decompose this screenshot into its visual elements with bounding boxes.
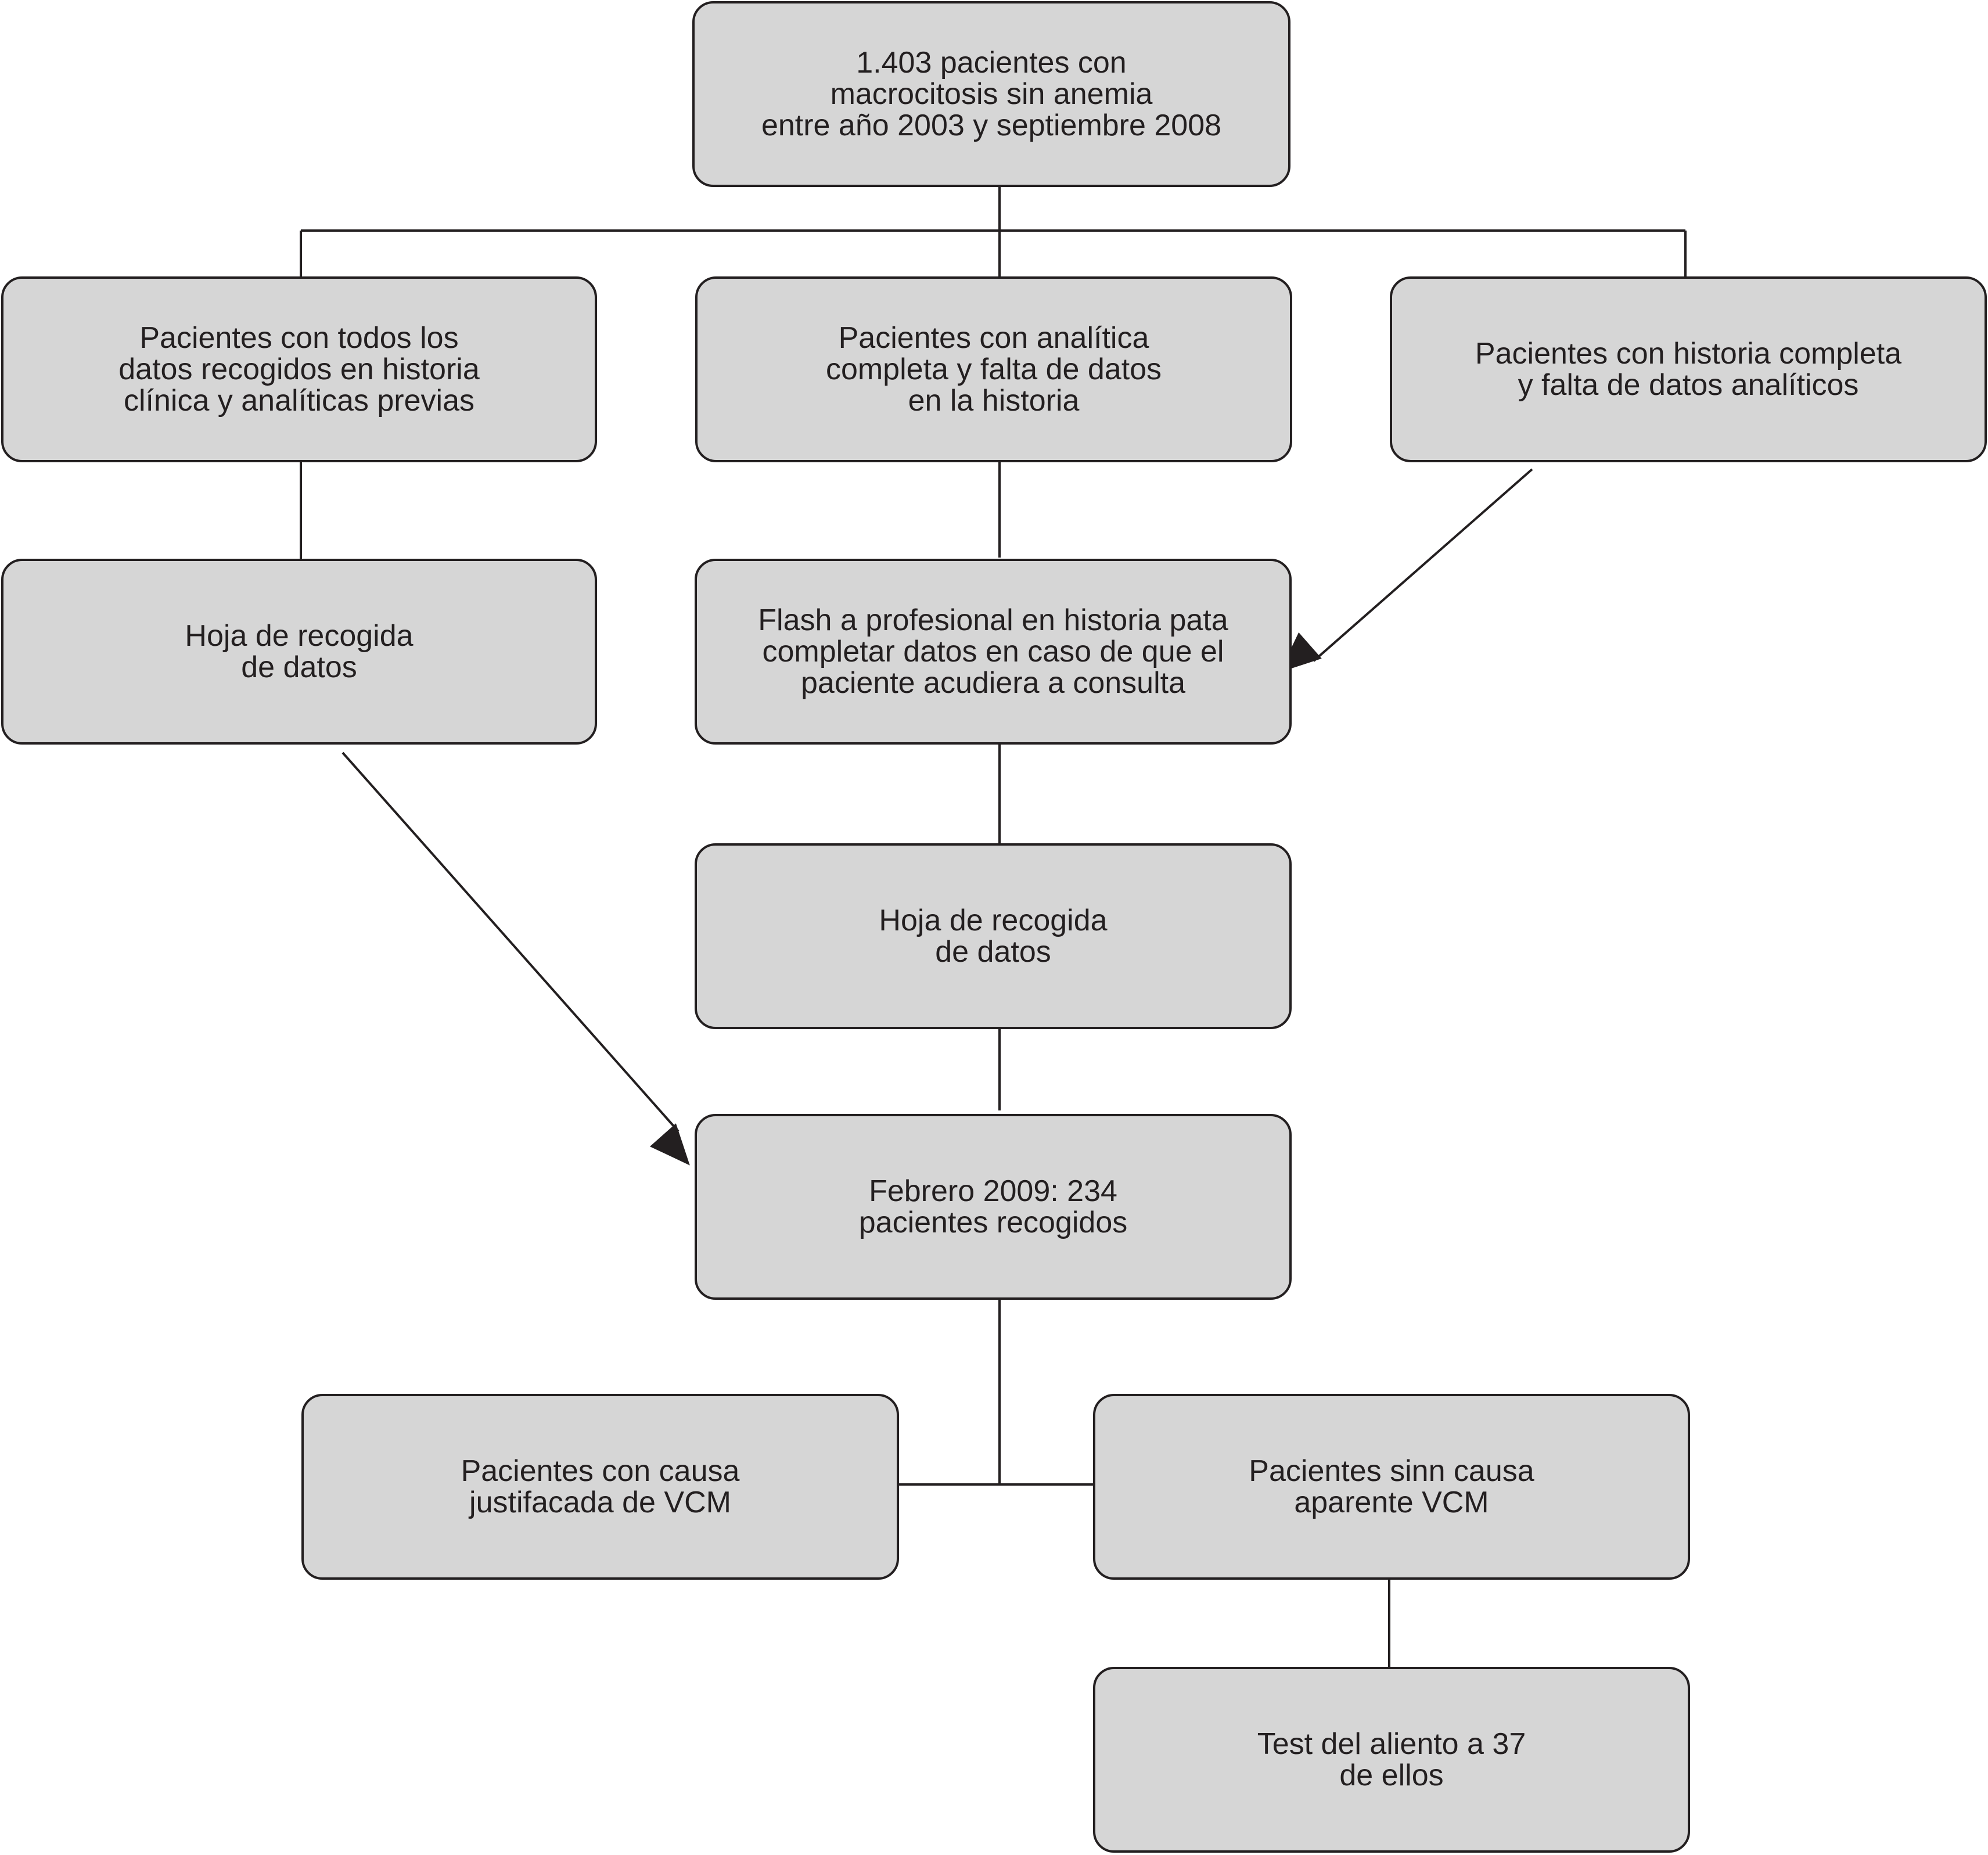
node-feb-2009-text: Febrero 2009: 234 pacientes recogidos [858,1174,1128,1239]
node-justified-cause: Pacientes con causa justifacada de VCM [301,1394,899,1580]
node-complete-data: Pacientes con todos los datos recogidos … [1,276,597,462]
node-breath-test: Test del aliento a 37 de ellos [1093,1667,1690,1853]
node-lab-complete: Pacientes con analítica completa y falta… [695,276,1292,462]
node-sheet-left: Hoja de recogida de datos [1,559,597,745]
node-flash-professional-text: Flash a profesional en historia pata com… [758,603,1228,700]
node-breath-test-text: Test del aliento a 37 de ellos [1257,1727,1526,1792]
node-history-complete: Pacientes con historia completa y falta … [1390,276,1987,462]
node-complete-data-text: Pacientes con todos los datos recogidos … [118,321,480,418]
node-total-patients: 1.403 pacientes con macrocitosis sin ane… [692,1,1290,187]
node-flash-professional: Flash a profesional en historia pata com… [695,559,1292,745]
node-total-patients-text: 1.403 pacientes con macrocitosis sin ane… [761,46,1222,142]
node-justified-cause-text: Pacientes con causa justifacada de VCM [461,1454,740,1519]
node-history-complete-text: Pacientes con historia completa y falta … [1475,337,1902,402]
node-no-cause-text: Pacientes sinn causa aparente VCM [1249,1454,1534,1519]
node-feb-2009: Febrero 2009: 234 pacientes recogidos [695,1114,1292,1300]
arrow-sheet-to-feb [341,752,690,1166]
node-lab-complete-text: Pacientes con analítica completa y falta… [825,321,1162,418]
node-sheet-center-text: Hoja de recogida de datos [879,904,1108,969]
node-sheet-left-text: Hoja de recogida de datos [185,619,414,684]
node-no-cause: Pacientes sinn causa aparente VCM [1093,1394,1690,1580]
node-sheet-center: Hoja de recogida de datos [695,843,1292,1029]
arrow-history-to-flash [1279,468,1533,673]
